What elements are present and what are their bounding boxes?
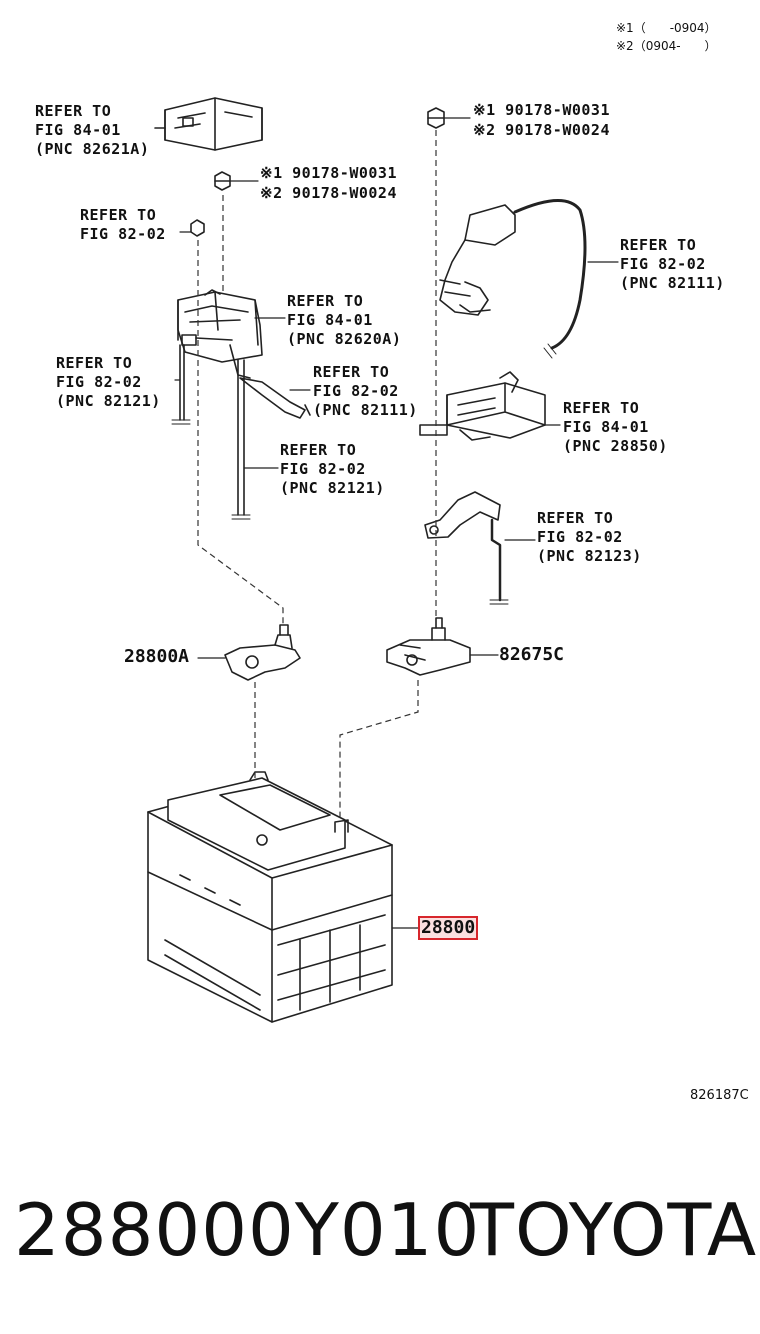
bolt-label-left-2: ※2 90178-W0024 [260,184,397,202]
figure-id: 826187C [690,1088,749,1103]
ref-label-28850: REFER TO FIG 84-01 (PNC 28850) [563,399,668,455]
legend-line-2: ※2（0904- ） [616,39,717,53]
connector-82621a [154,97,263,151]
relay-28850 [419,371,561,441]
ref-label-82620a: REFER TO FIG 84-01 (PNC 82620A) [287,292,402,348]
nut-small [179,219,205,237]
footer-brand: TOYOTA [470,1188,758,1272]
terminal-82675c [386,617,499,676]
terminal-28800a [197,624,301,681]
bolt-right [427,107,471,129]
ref-label-82121-center: REFER TO FIG 82-02 (PNC 82121) [280,441,385,497]
part-label-28800-highlighted[interactable]: 28800 [418,916,479,940]
footer-part-number: 288000Y010 [14,1188,481,1272]
bolt-label-right-1: ※1 90178-W0031 [473,101,610,119]
ref-label-82123: REFER TO FIG 82-02 (PNC 82123) [537,509,642,565]
bolt-label-right-2: ※2 90178-W0024 [473,121,610,139]
cable-82123 [424,491,536,605]
ref-label-82111-left: REFER TO FIG 82-02 (PNC 82111) [313,363,418,419]
ref-label-82-02: REFER TO FIG 82-02 [80,206,166,243]
bolt-label-left-1: ※1 90178-W0031 [260,164,397,182]
ref-label-82111-right: REFER TO FIG 82-02 (PNC 82111) [620,236,725,292]
fuse-box-82620a [171,289,311,520]
ref-label-82121-left: REFER TO FIG 82-02 (PNC 82121) [56,354,161,410]
legend-line-1: ※1（ -0904） [616,21,717,35]
bolt-left [214,171,259,191]
ref-label-82621a: REFER TO FIG 84-01 (PNC 82621A) [35,102,150,158]
part-label-82675c[interactable]: 82675C [499,644,565,665]
battery-28800 [147,771,419,1023]
cable-82111 [439,199,619,359]
part-label-28800a[interactable]: 28800A [124,646,190,667]
